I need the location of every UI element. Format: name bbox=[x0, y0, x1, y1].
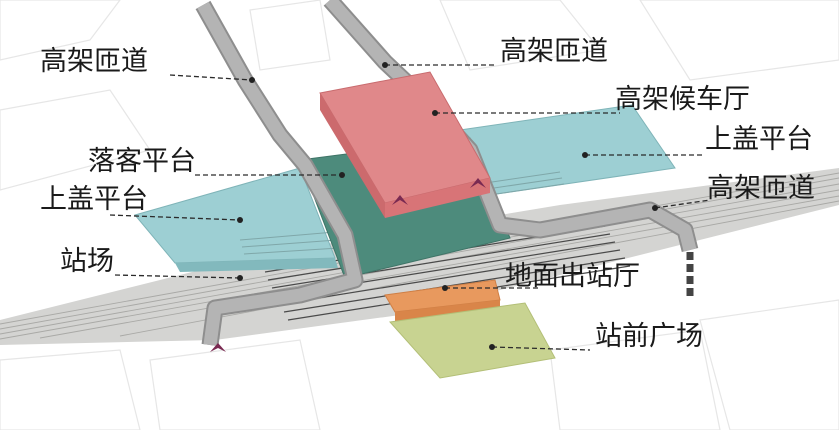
label-upper-cover-platform-left: 上盖平台 bbox=[40, 184, 148, 215]
ramps bbox=[195, 0, 699, 347]
label-drop-off-platform: 落客平台 bbox=[88, 146, 196, 177]
label-ramp-right: 高架匝道 bbox=[707, 173, 815, 204]
upper-cover-platform-left bbox=[134, 167, 336, 264]
label-ramp-top-right: 高架匝道 bbox=[500, 36, 608, 67]
label-station-front-plaza: 站前广场 bbox=[595, 321, 703, 352]
waiting-hall-side bbox=[320, 93, 385, 218]
label-upper-cover-platform-right: 上盖平台 bbox=[705, 124, 813, 155]
hall-arrow-icon-right bbox=[470, 178, 486, 188]
hall-arrow-icon-left bbox=[392, 195, 408, 205]
label-ground-exit-hall: 地面出站厅 bbox=[505, 261, 640, 292]
label-elevated-waiting-hall: 高架候车厅 bbox=[615, 84, 750, 115]
upper-cover-platform-left-side bbox=[175, 258, 338, 272]
exit-hall-front bbox=[395, 300, 500, 322]
leader-dots bbox=[237, 62, 658, 350]
label-station-yard: 站场 bbox=[60, 246, 114, 277]
ramp-left-arrow-icon bbox=[210, 343, 226, 352]
waiting-hall-front bbox=[385, 178, 490, 218]
station-front-plaza bbox=[389, 302, 556, 379]
elevated-waiting-hall bbox=[319, 71, 491, 218]
platform-right-canopy-lines bbox=[491, 171, 565, 195]
labels: 高架匝道 高架匝道 高架候车厅 上盖平台 落客平台 上盖平台 高架匝道 站场 地… bbox=[40, 36, 815, 352]
leader-lines bbox=[109, 64, 711, 351]
platform-left-canopy-lines bbox=[239, 231, 340, 255]
label-ramp-top-left: 高架匝道 bbox=[40, 46, 148, 77]
